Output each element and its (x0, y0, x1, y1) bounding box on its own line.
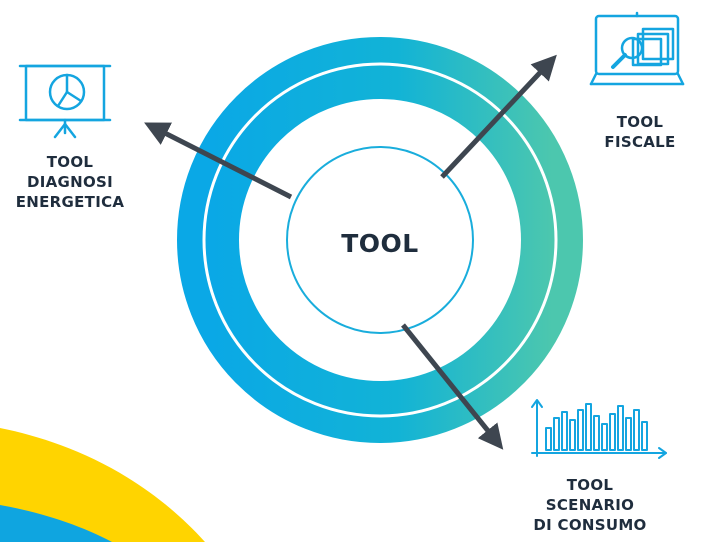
laptop-search-documents-icon (589, 11, 685, 86)
label-scenario: TOOL SCENARIO DI CONSUMO (520, 475, 660, 535)
arrow-to-fiscale (440, 54, 557, 179)
arrow-to-scenario (401, 323, 504, 450)
label-scenario-line2: SCENARIO (545, 496, 635, 514)
inner-circle (286, 146, 474, 334)
label-scenario-line3: DI CONSUMO (533, 516, 647, 534)
label-fiscale-line2: FISCALE (604, 133, 676, 151)
arrow-to-diagnosi (144, 122, 293, 200)
label-diagnosi-line1: TOOL (46, 153, 94, 171)
outer-ring (177, 37, 583, 443)
label-diagnosi: TOOL DIAGNOSI ENERGETICA (0, 152, 140, 212)
label-scenario-line1: TOOL (566, 476, 614, 494)
center-label: TOOL (341, 229, 419, 258)
label-diagnosi-line2: DIAGNOSI (26, 173, 114, 191)
decorative-wave (0, 428, 205, 542)
presentation-pie-chart-icon (18, 64, 112, 139)
label-fiscale-line1: TOOL (616, 113, 664, 131)
label-fiscale: TOOL FISCALE (580, 112, 700, 152)
bar-chart-icon (531, 399, 667, 459)
label-diagnosi-line3: ENERGETICA (15, 193, 125, 211)
